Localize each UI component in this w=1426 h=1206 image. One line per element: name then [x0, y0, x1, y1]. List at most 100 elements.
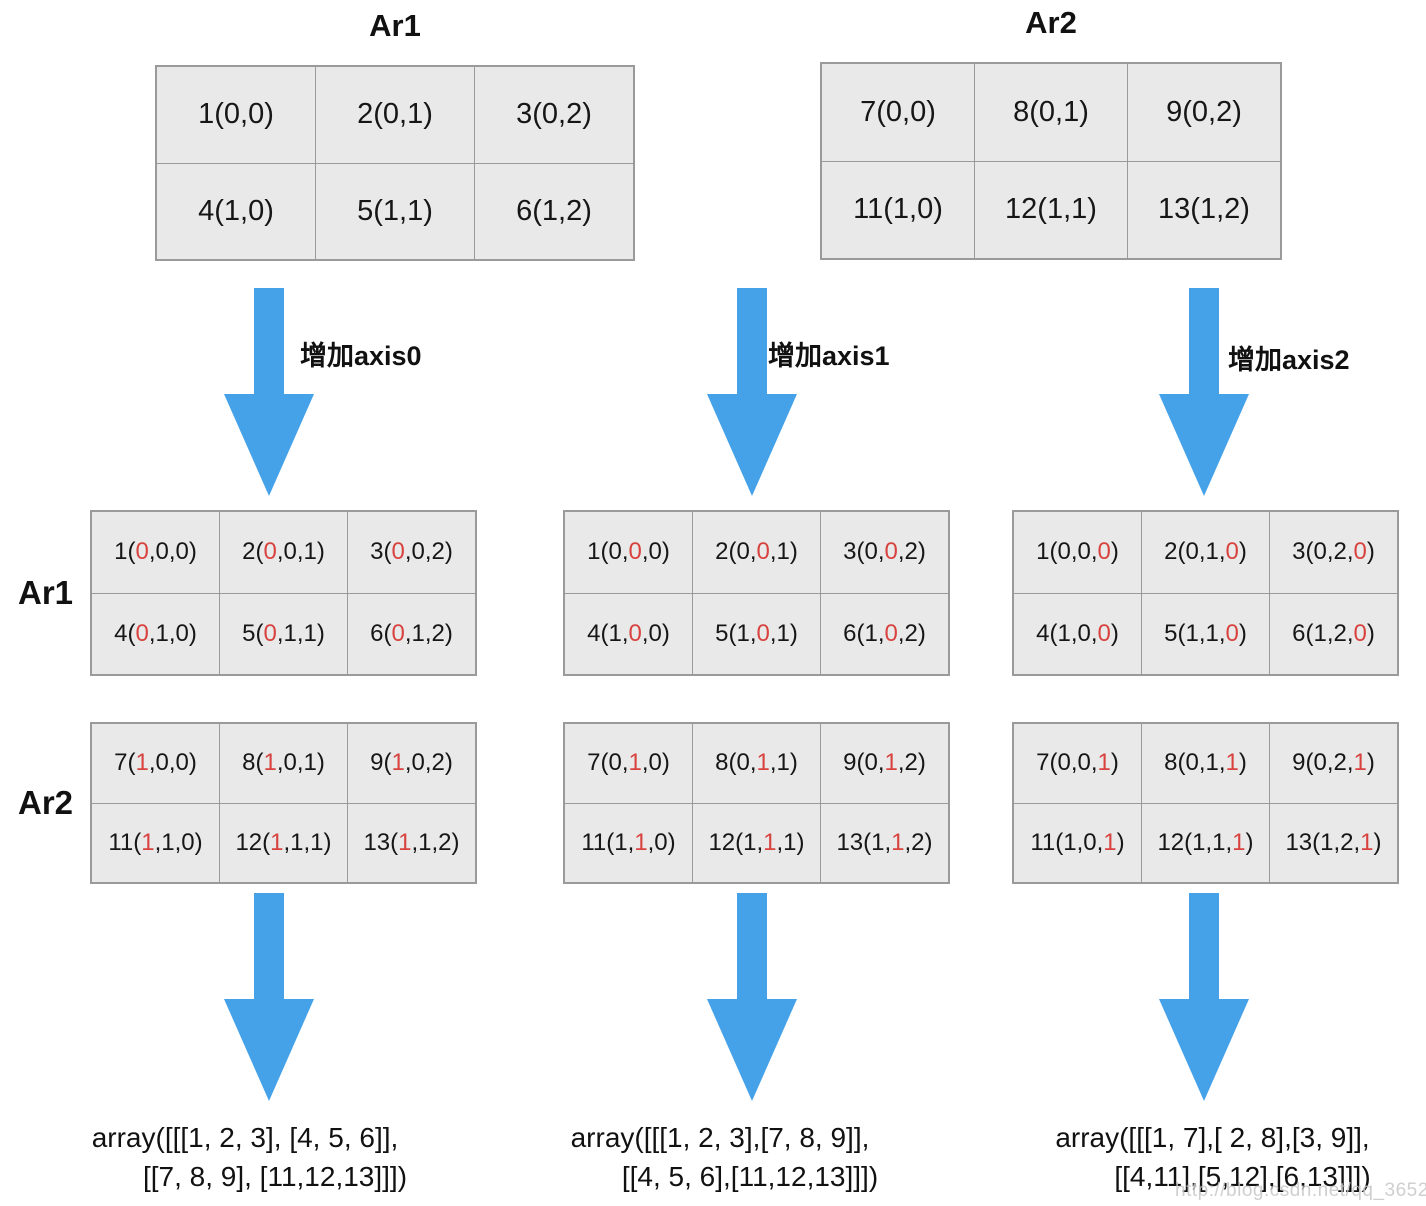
array-cell: 11(1,0,1)	[1030, 828, 1125, 856]
arrow-head	[707, 394, 797, 496]
array-cell: 1(0,0,0)	[114, 538, 197, 566]
axis0-ar2-table: 7(1,0,0)8(1,0,1)9(1,0,2)11(1,1,0)12(1,1,…	[90, 722, 477, 884]
highlighted-index: 0	[628, 619, 642, 647]
highlighted-index: 1	[1225, 749, 1239, 777]
arrow-shaft	[254, 893, 284, 999]
table-row: 11(1,0)12(1,1)13(1,2)	[822, 160, 1280, 258]
axis0-ar1-table: 1(0,0,0)2(0,0,1)3(0,0,2)4(0,1,0)5(0,1,1)…	[90, 510, 477, 676]
table-row: 7(0,1,0)8(0,1,1)9(0,1,2)	[565, 724, 948, 803]
down-arrow-axis0	[221, 288, 317, 496]
array-cell: 2(0,0,1)	[692, 512, 820, 593]
table-row: 11(1,0,1) 12(1,1,1)13(1,2,1)	[1014, 802, 1397, 882]
highlighted-index: 0	[884, 538, 898, 566]
array-cell: 6(1,0,2)	[820, 593, 948, 674]
array-cell: 3(0,0,2)	[347, 512, 475, 593]
highlighted-index: 0	[135, 619, 149, 647]
highlighted-index: 0	[884, 619, 898, 647]
array-cell: 13(1,2,1)	[1269, 803, 1397, 882]
array-cell: 8(0,1)	[974, 64, 1127, 161]
array-cell: 7(0,0)	[860, 95, 936, 128]
highlighted-index: 1	[634, 828, 648, 856]
array-cell: 2(0,1,0)	[1141, 512, 1269, 593]
highlighted-index: 0	[756, 538, 770, 566]
array-cell: 6(1,2)	[474, 163, 633, 259]
result-line: [[4,11],[5,12],[6,13]]])	[1114, 1161, 1371, 1192]
highlighted-index: 0	[263, 619, 277, 647]
array-cell: 6(0,1,2)	[347, 593, 475, 674]
array-cell: 5(1,1)	[315, 163, 474, 259]
arrow-shaft	[1189, 288, 1219, 394]
array-cell: 2(0,0,1)	[219, 512, 347, 593]
array-cell: 1(0,0)	[198, 98, 274, 131]
result-line: array([[[1, 7],[ 2, 8],[3, 9]],	[1055, 1122, 1370, 1153]
highlighted-index: 1	[263, 749, 277, 777]
arrow-head	[1159, 394, 1249, 496]
down-arrow-axis2	[1156, 288, 1252, 496]
highlighted-index: 0	[391, 538, 405, 566]
arrow-head	[224, 394, 314, 496]
array-cell: 12(1,1,1)	[1141, 803, 1269, 882]
table-row: 1(0,0,0)2(0,0,1)3(0,0,2)	[565, 512, 948, 593]
axis1-ar1-table: 1(0,0,0)2(0,0,1)3(0,0,2)4(1,0,0)5(1,0,1)…	[563, 510, 950, 676]
axis2-ar2-table: 7(0,0,1)8(0,1,1)9(0,2,1)11(1,0,1)12(1,1,…	[1012, 722, 1399, 884]
array-cell: 2(0,1)	[315, 67, 474, 163]
arrow-shaft	[1189, 893, 1219, 999]
highlighted-index: 1	[891, 828, 905, 856]
array-cell: 6(1,2,0)	[1269, 593, 1397, 674]
array-cell: 11(1,0)	[853, 193, 943, 226]
highlighted-index: 0	[756, 619, 770, 647]
table-row: 4(1,0) 5(1,1)6(1,2)	[157, 162, 633, 259]
highlighted-index: 1	[628, 749, 642, 777]
array-cell: 4(0,1,0)	[114, 619, 197, 647]
result-line: array([[[1, 2, 3], [4, 5, 6]],	[91, 1122, 399, 1153]
array-cell: 9(0,2,1)	[1269, 724, 1397, 803]
array-cell: 1(0,0,0)	[587, 538, 670, 566]
ar2-title: Ar2	[1025, 5, 1077, 40]
array-cell: 11(1,1,0)	[581, 828, 676, 856]
array-cell: 5(1,0,1)	[692, 593, 820, 674]
highlighted-index: 0	[1097, 619, 1111, 647]
array-cell: 4(1,0,0)	[1036, 619, 1119, 647]
arrow-shaft	[254, 288, 284, 394]
highlighted-index: 1	[270, 828, 284, 856]
arrow-head	[1159, 999, 1249, 1101]
axis1-ar2-table: 7(0,1,0)8(0,1,1)9(0,1,2) 11(1,1,0) 12(1,1,…	[563, 722, 950, 884]
table-row: 7(1,0,0)8(1,0,1)9(1,0,2)	[92, 724, 475, 803]
table-row: 4(1,0,0) 5(1,1,0)6(1,2,0)	[1014, 592, 1397, 674]
arrow-head	[707, 999, 797, 1101]
array-cell: 13(1,2)	[1127, 161, 1280, 258]
array-cell: 7(1,0,0)	[114, 749, 197, 777]
result-axis2: array([[[1, 7],[ 2, 8],[3, 9]], [[4,11],…	[995, 1118, 1426, 1196]
array-cell: 3(0,2)	[474, 67, 633, 163]
array-cell: 7(0,0,1)	[1036, 749, 1119, 777]
middle-row-label-ar1: Ar1	[18, 574, 74, 611]
array-cell: 3(0,2,0)	[1269, 512, 1397, 593]
arrow-head	[224, 999, 314, 1101]
array-cell: 9(0,2)	[1127, 64, 1280, 161]
highlighted-index: 1	[1353, 749, 1367, 777]
down-arrow-axis1	[704, 288, 800, 496]
highlighted-index: 0	[1225, 538, 1239, 566]
highlighted-index: 0	[1353, 538, 1367, 566]
axis2-ar1-table: 1(0,0,0)2(0,1,0)3(0,2,0)4(1,0,0)5(1,1,0)…	[1012, 510, 1399, 676]
highlighted-index: 0	[135, 538, 149, 566]
array-cell: 7(0,1,0)	[587, 749, 670, 777]
table-row: 4(1,0,0)5(1,0,1)6(1,0,2)	[565, 592, 948, 674]
down-arrow-result1	[704, 893, 800, 1101]
watermark: http://blog.csdn.net/qq_36523492	[1175, 1180, 1426, 1201]
highlighted-index: 0	[1353, 619, 1367, 647]
result-line: [[7, 8, 9], [11,12,13]]])	[142, 1161, 408, 1192]
array-cell: 4(1,0)	[198, 194, 274, 227]
highlighted-index: 1	[1232, 828, 1246, 856]
array-cell: 11(1,1,0)	[108, 828, 203, 856]
array-cell: 8(1,0,1)	[219, 724, 347, 803]
arrow-shaft	[737, 288, 767, 394]
highlighted-index: 0	[391, 619, 405, 647]
axis1-label: 增加axis1	[768, 341, 890, 371]
array-cell: 12(1,1,1)	[692, 803, 820, 882]
table-row: 1(0,0) 2(0,1)3(0,2)	[157, 67, 633, 163]
highlighted-index: 1	[398, 828, 412, 856]
array-cell: 5(1,1,0)	[1141, 593, 1269, 674]
highlighted-index: 1	[884, 749, 898, 777]
highlighted-index: 1	[141, 828, 155, 856]
